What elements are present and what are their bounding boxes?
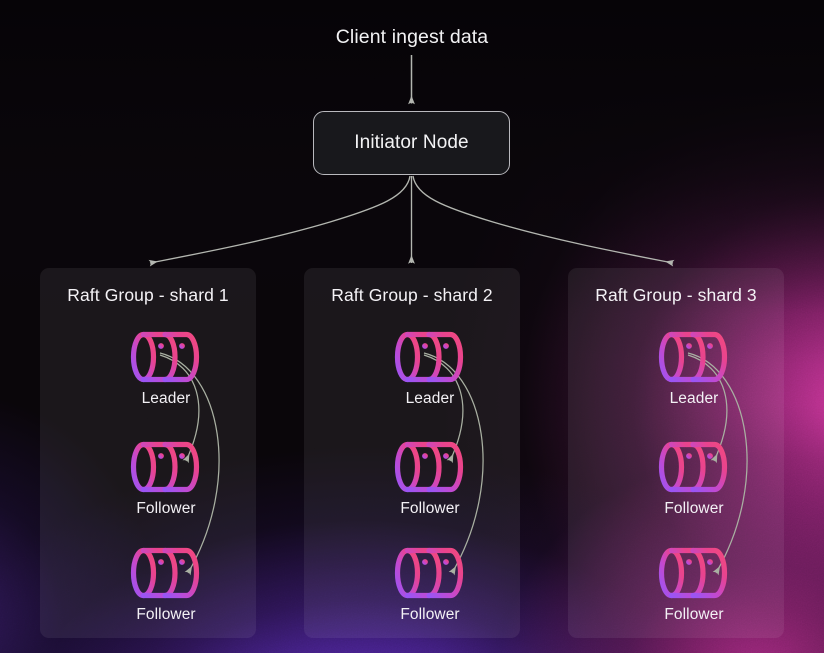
- raft-group-title: Raft Group - shard 2: [331, 285, 493, 305]
- raft-node-role-label: Leader: [669, 390, 719, 407]
- database-cluster-icon: [130, 441, 200, 493]
- raft-group-shard-1[interactable]: Raft Group - shard 1: [40, 268, 256, 638]
- database-cluster-icon: [658, 547, 728, 599]
- raft-group-title: Raft Group - shard 1: [67, 285, 229, 305]
- raft-node[interactable]: Follower: [634, 439, 754, 518]
- raft-node-role-label: Follower: [400, 500, 460, 517]
- raft-node[interactable]: Follower: [106, 545, 226, 624]
- raft-node-role-label: Follower: [664, 606, 724, 623]
- database-cluster-icon: [394, 547, 464, 599]
- arrow-initiator-to-shard-1: [148, 175, 411, 267]
- raft-node-role-label: Follower: [400, 606, 460, 623]
- raft-group-title: Raft Group - shard 3: [595, 285, 757, 305]
- initiator-node-label: Initiator Node: [354, 132, 469, 153]
- raft-node-role-label: Follower: [136, 606, 196, 623]
- raft-node-role-label: Leader: [405, 390, 455, 407]
- raft-node[interactable]: Follower: [106, 439, 226, 518]
- database-cluster-icon: [130, 331, 200, 383]
- database-cluster-icon: [130, 547, 200, 599]
- raft-node[interactable]: Leader: [106, 329, 226, 408]
- raft-node-role-label: Follower: [136, 500, 196, 517]
- database-cluster-icon: [394, 441, 464, 493]
- initiator-node-box[interactable]: Initiator Node: [313, 111, 510, 175]
- database-cluster-icon: [658, 331, 728, 383]
- raft-node-role-label: Leader: [141, 390, 191, 407]
- raft-node[interactable]: Follower: [634, 545, 754, 624]
- raft-group-shard-3[interactable]: Raft Group - shard 3: [568, 268, 784, 638]
- raft-group-shard-2[interactable]: Raft Group - shard 2: [304, 268, 520, 638]
- client-ingest-caption: Client ingest data: [335, 26, 489, 48]
- arrow-initiator-to-shard-3: [412, 175, 675, 267]
- database-cluster-icon: [394, 331, 464, 383]
- database-cluster-icon: [658, 441, 728, 493]
- raft-node[interactable]: Leader: [634, 329, 754, 408]
- raft-node-role-label: Follower: [664, 500, 724, 517]
- raft-node[interactable]: Follower: [370, 545, 490, 624]
- raft-node[interactable]: Follower: [370, 439, 490, 518]
- raft-node[interactable]: Leader: [370, 329, 490, 408]
